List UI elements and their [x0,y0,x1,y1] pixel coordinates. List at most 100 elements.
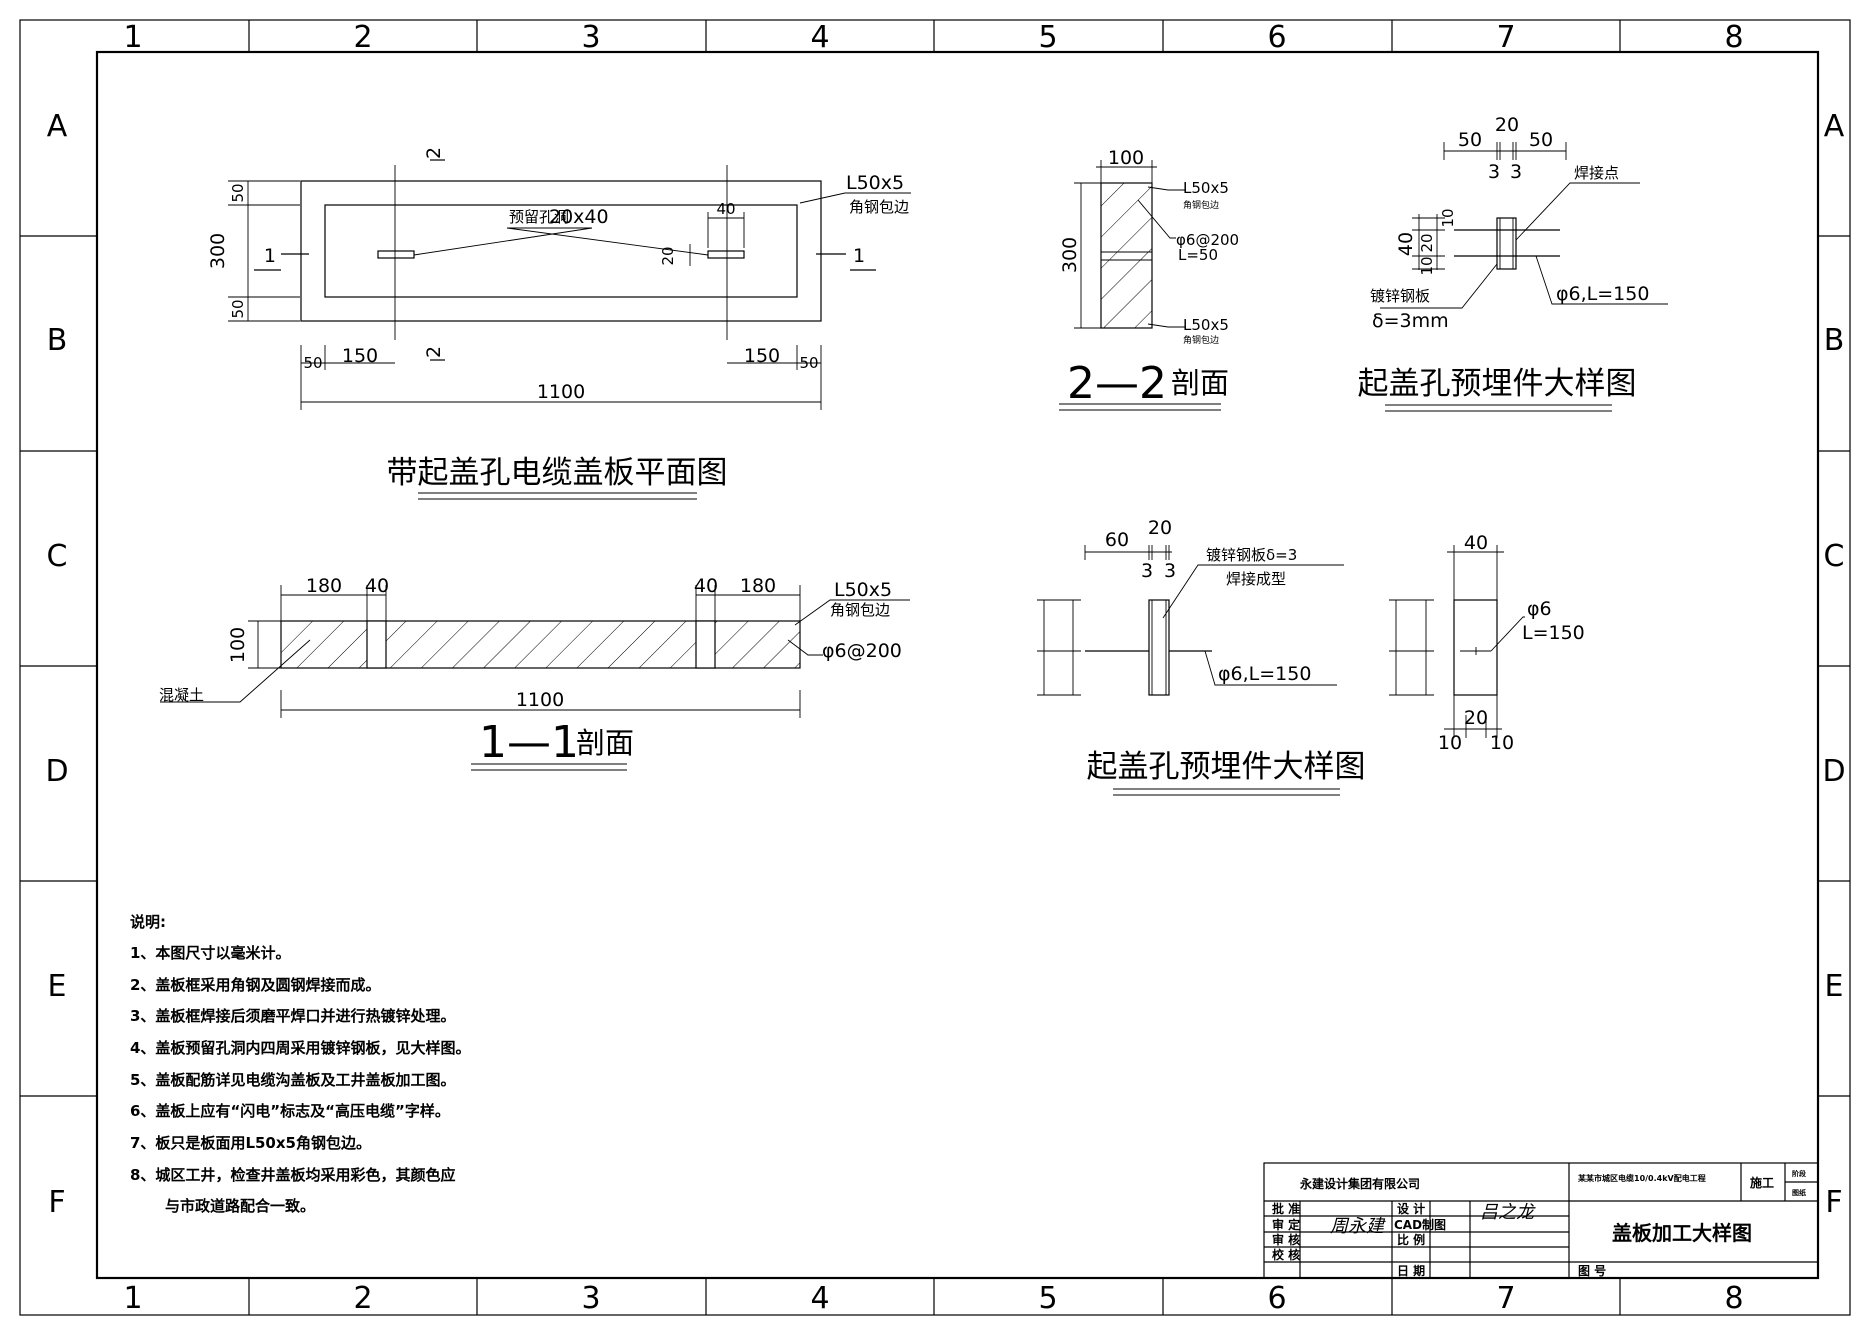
dim-150-left: 150 [342,345,378,367]
tb-approve: 批 准 [1272,1201,1300,1216]
dim-40: 40 [1395,232,1417,256]
signature-2: 吕之龙 [1480,1202,1536,1223]
dim-10b: 10 [1418,256,1436,275]
dim-20b: 20 [1464,707,1488,729]
dim-180-left: 180 [306,575,342,597]
tb-drawing-title: 盖板加工大样图 [1612,1221,1752,1245]
dim-20: 20 [1148,517,1172,539]
dim-50b: 50 [1529,129,1553,151]
tb-drawing-no: 图 号 [1578,1263,1606,1278]
rod-label: φ6,L=150 [1218,663,1311,685]
dim-40: 40 [716,200,735,218]
drawing-frame [19,19,1851,1316]
hole-label-prefix: 预留孔洞 [509,208,569,226]
dim-20v: 20 [1418,233,1436,252]
row-label: E [48,969,67,1004]
concrete-label: 混凝土 [159,686,204,704]
dim-180-right: 180 [740,575,776,597]
row-label: D [1822,754,1845,789]
tb-design: 设 计 [1397,1201,1425,1216]
section11-title-text: 剖面 [576,726,634,760]
section22-title-num: 2—2 [1067,358,1167,409]
tb-stage-tag-a: 阶段 [1792,1169,1806,1178]
dim-100: 100 [227,627,249,663]
note-item-cont: 与市政道路配合一致。 [165,1197,315,1215]
tb-company: 永建设计集团有限公司 [1299,1176,1420,1191]
detail-mid: 60 20 3 3 镀锌钢板δ=3 焊接成型 φ6,L=150 40 φ6 L=… [1037,517,1585,796]
angle-note: 角钢包边 [849,198,909,216]
dim-3a: 3 [1488,161,1500,183]
dim-50-right: 50 [799,354,818,372]
col-label: 7 [1496,1281,1515,1316]
label-bot-note: 角钢包边 [1183,334,1219,346]
dim-50-left: 50 [303,354,322,372]
tb-stage: 施工 [1750,1175,1774,1190]
label-bot: L50x5 [1183,316,1229,334]
col-label: 6 [1267,20,1286,55]
col-label: 3 [581,1281,600,1316]
signature-1: 周永建 [1330,1216,1386,1237]
row-label: A [1824,109,1845,144]
row-label: B [1824,323,1845,358]
section-mark-2-bottom: 2 [423,346,445,358]
row-label: F [48,1185,65,1220]
dim-40: 40 [1464,532,1488,554]
dim-1100: 1100 [516,689,564,711]
rod-label: φ6,L=150 [1556,283,1649,305]
dim-20: 20 [659,246,677,265]
section22-title-text: 剖面 [1171,366,1229,400]
row-labels-left: A B C D E F [45,109,68,1220]
tb-proof: 校 核 [1272,1247,1300,1262]
rebar: φ6@200 [1176,231,1239,249]
row-label: E [1825,969,1844,1004]
dim-10b: 10 [1490,732,1514,754]
col-label: 5 [1038,1281,1057,1316]
dim-100: 100 [1108,147,1144,169]
dim-40-right: 40 [694,575,718,597]
dim-3b: 3 [1510,161,1522,183]
col-label: 5 [1038,20,1057,55]
notes: 说明: 1、本图尺寸以毫米计。 2、盖板框采用角钢及圆钢焊接而成。 3、盖板框焊… [130,913,470,1215]
dim-150-right: 150 [744,345,780,367]
plate-label: 镀锌钢板δ=3 [1206,546,1297,564]
weld-note: 焊接成型 [1226,570,1286,588]
row-label: F [1825,1185,1842,1220]
detail-top-title: 起盖孔预埋件大样图 [1358,366,1637,402]
tb-review: 审 定 [1272,1217,1300,1232]
row-label: C [47,539,68,574]
label-top-note: 角钢包边 [1183,199,1219,211]
detail-top: 50 20 50 3 3 焊接点 40 10 20 10 镀锌钢板 δ=3mm … [1358,114,1668,412]
dim-10a: 10 [1438,732,1462,754]
rebar: φ6@200 [822,640,902,662]
row-label: D [45,754,68,789]
col-label: 2 [353,1281,372,1316]
plate-label: 镀锌钢板 [1370,287,1430,305]
col-label: 3 [581,20,600,55]
note-item: 2、盖板框采用角钢及圆钢焊接而成。 [130,976,380,994]
dim-1100: 1100 [537,381,585,403]
angle-note: 角钢包边 [830,601,890,619]
note-item: 1、本图尺寸以毫米计。 [130,944,290,962]
rebar-len: L=50 [1178,246,1218,264]
col-label: 4 [810,20,829,55]
detail-mid-title: 起盖孔预埋件大样图 [1087,749,1366,785]
tb-project: 某某市城区电缆10/0.4kV配电工程 [1577,1173,1706,1183]
row-label: A [47,109,68,144]
dim-40-left: 40 [365,575,389,597]
dim-300: 300 [1059,237,1081,273]
dim-3a: 3 [1141,560,1153,582]
dim-3b: 3 [1164,560,1176,582]
col-label: 1 [123,1281,142,1316]
dim-50-bot: 50 [229,299,247,318]
tb-stage-tag-b: 图纸 [1792,1188,1806,1197]
dim-300: 300 [207,233,229,269]
tb-cad: CAD制图 [1394,1217,1446,1232]
col-label: 8 [1724,20,1743,55]
angle-label: L50x5 [834,579,892,601]
tb-date: 日 期 [1397,1263,1425,1278]
dim-20: 20 [1495,114,1519,136]
note-item: 7、板只是板面用L50x5角钢包边。 [130,1134,371,1152]
cut-mark-1-left: 1 [264,245,276,267]
plan-view: 1 1 2 2 预留孔洞 20x40 40 20 L50x5 角钢包边 50 3… [207,147,911,500]
